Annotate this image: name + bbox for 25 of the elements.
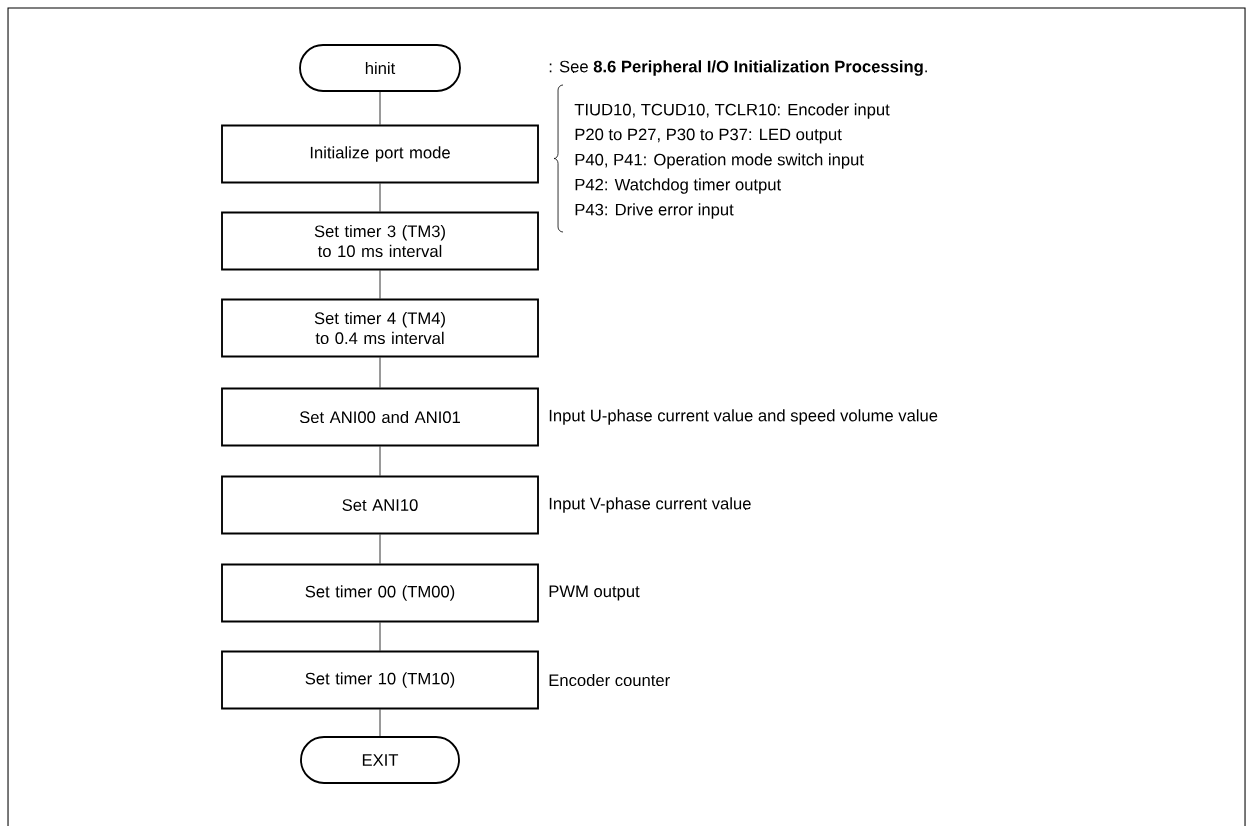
process-box: Set timer 4 (TM4) to 0.4 ms interval — [221, 298, 539, 358]
connector-line — [379, 622, 381, 651]
connector-line — [379, 534, 381, 564]
connector-line — [379, 446, 381, 476]
connector-line — [379, 183, 381, 212]
note-text: P43: Drive error input — [575, 203, 734, 219]
note-text: Encoder counter — [549, 673, 670, 687]
note-text: TIUD10, TCUD10, TCLR10: Encoder input — [574, 103, 890, 119]
note-text: PWM output — [549, 585, 640, 601]
note-text: P20 to P27, P30 to P37: LED output — [575, 128, 842, 144]
connector-line — [379, 91, 381, 125]
note-text: Input V-phase current value — [549, 497, 751, 513]
note-text: Input U-phase current value and speed volume value — [549, 409, 938, 425]
process-box: Set ANI00 and ANI01 — [221, 387, 539, 447]
process-box: Set ANI10 — [221, 475, 539, 535]
connector-line — [379, 357, 381, 388]
process-box: Initialize port mode — [221, 124, 539, 184]
process-box: Set timer 3 (TM3) to 10 ms interval — [221, 211, 539, 271]
process-box: Set timer 00 (TM00) — [221, 563, 539, 623]
process-box: Set timer 10 (TM10) — [221, 650, 539, 710]
note-text: P42: Watchdog timer output — [575, 178, 782, 194]
note-text: : See 8.6 Peripheral I/O Initialization Processing. — [549, 60, 927, 76]
connector-line — [379, 709, 381, 737]
connector-line — [379, 270, 381, 299]
note-text: P40, P41: Operation mode switch input — [575, 153, 864, 169]
